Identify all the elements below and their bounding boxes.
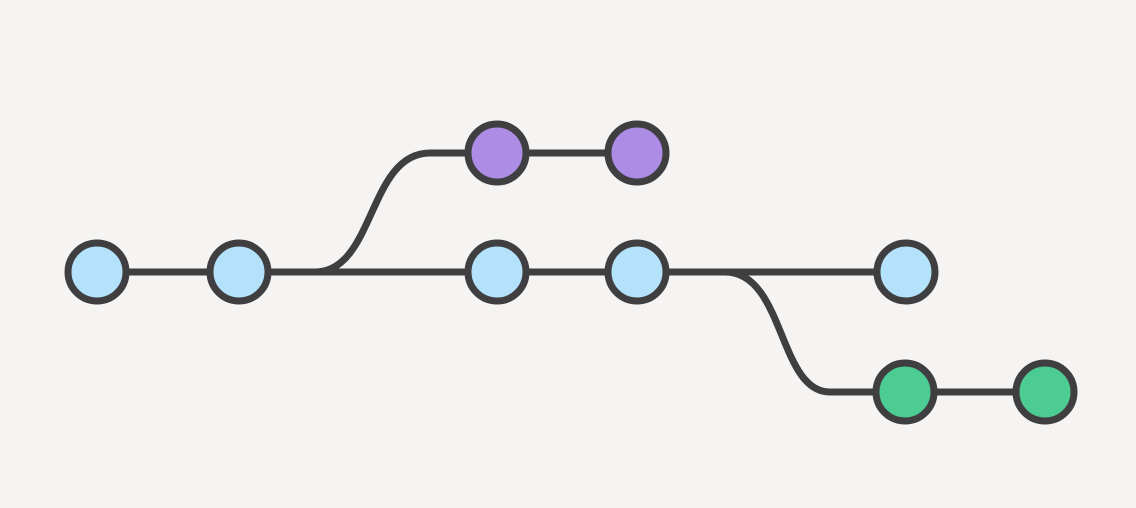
commit-node-main-commit-2[interactable] [206,239,272,305]
commit-node-main-commit-3[interactable] [464,239,530,305]
commit-node-main-commit-1[interactable] [64,239,130,305]
branch-edge-fork-down-to-green [724,268,831,396]
commit-node-purple-commit-2[interactable] [604,120,670,186]
commit-node-green-commit-2[interactable] [1012,359,1078,425]
commit-node-purple-commit-1[interactable] [464,120,530,186]
commit-node-green-commit-1[interactable] [872,359,938,425]
branch-edge-fork-up-to-purple [314,149,431,276]
commit-node-main-commit-5[interactable] [873,239,939,305]
commit-node-main-commit-4[interactable] [604,239,670,305]
